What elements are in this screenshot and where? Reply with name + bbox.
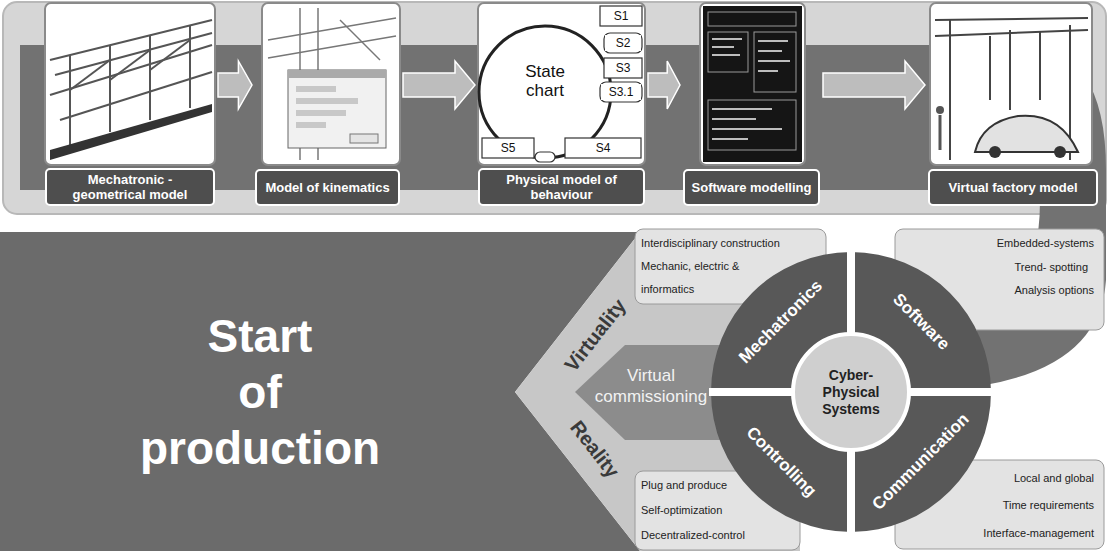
feature-item: Mechanic, electric & informatics	[641, 255, 763, 301]
sector-label: Controlling	[742, 423, 820, 501]
sector-label: Software	[889, 290, 954, 355]
feature-box: Interdisciplinary constructionMechanic, …	[635, 232, 800, 304]
ring-sector: Mechatronics	[735, 276, 827, 368]
state-label: S5	[484, 140, 532, 156]
feature-item: Interdisciplinary construction	[641, 232, 821, 255]
region-label: Virtuality	[560, 295, 630, 376]
region-label: Reality	[566, 416, 624, 481]
software-screen-image	[700, 3, 805, 165]
virtual-factory-image	[930, 3, 1092, 165]
state-label: S4	[567, 140, 639, 156]
cps-ring	[709, 250, 993, 534]
feature-item: Time requirements	[1003, 494, 1094, 517]
feature-item: Interface-management	[983, 522, 1094, 545]
flow-arrow	[823, 61, 925, 109]
flow-arrow	[403, 61, 475, 109]
feature-item: Plug and produce	[641, 474, 727, 497]
caption-label: Physical model of behaviour	[478, 168, 645, 206]
feature-item: Analysis options	[1015, 279, 1095, 302]
geometry-image	[45, 3, 215, 165]
model-panel: Software modelling	[683, 2, 820, 206]
state-label: S3.1	[601, 84, 641, 100]
caption-label: Virtual factory model	[928, 169, 1098, 206]
center-label: Cyber-Physical Systems	[803, 367, 899, 418]
sector-label: Mechatronics	[735, 276, 827, 368]
caption-label: Mechatronic - geometrical model	[45, 168, 215, 206]
caption-label: Model of kinematics	[255, 169, 400, 206]
center-circle: Cyber-Physical Systems	[796, 337, 906, 447]
feature-item: Trend- spotting	[1014, 256, 1088, 279]
top-band	[3, 2, 1106, 214]
feature-item: Self-optimization	[641, 499, 722, 522]
chart-title: State chart	[505, 62, 585, 100]
state-label: S3	[605, 60, 641, 76]
flow-arrow	[218, 61, 252, 109]
flow-arrow	[648, 61, 680, 109]
arrow-label: Virtual commissioning	[585, 365, 717, 407]
ring-sector: Controlling	[742, 423, 820, 501]
ring-sector: Communication	[869, 410, 974, 515]
model-panel: Virtual factory model	[928, 2, 1098, 206]
state-label: S2	[605, 35, 641, 51]
kinematics-image	[262, 3, 400, 165]
state-label: S1	[601, 8, 641, 24]
feature-box: Embedded-systemsTrend- spottingAnalysis …	[895, 232, 1104, 330]
start-label: Start of production	[95, 308, 425, 476]
model-panel: Mechatronic - geometrical model	[45, 2, 215, 206]
feature-item: Embedded-systems	[997, 232, 1094, 255]
state-chart-image	[478, 3, 645, 165]
model-panel: Model of kinematics	[255, 2, 400, 206]
feature-box: Local and globalTime requirementsInterfa…	[895, 460, 1104, 549]
feature-item: Decentralized-control	[641, 524, 745, 547]
start-region: Start of production	[90, 232, 430, 551]
feature-box: Plug and produceSelf-optimizationDecentr…	[635, 472, 800, 549]
ring-sector: Software	[889, 290, 954, 355]
commissioning-arrow: Virtual commissioning	[585, 358, 717, 414]
sector-label: Communication	[869, 410, 974, 515]
feature-item: Local and global	[1014, 467, 1094, 490]
caption-label: Software modelling	[683, 169, 820, 206]
model-panel: Physical model of behaviour	[478, 2, 645, 206]
